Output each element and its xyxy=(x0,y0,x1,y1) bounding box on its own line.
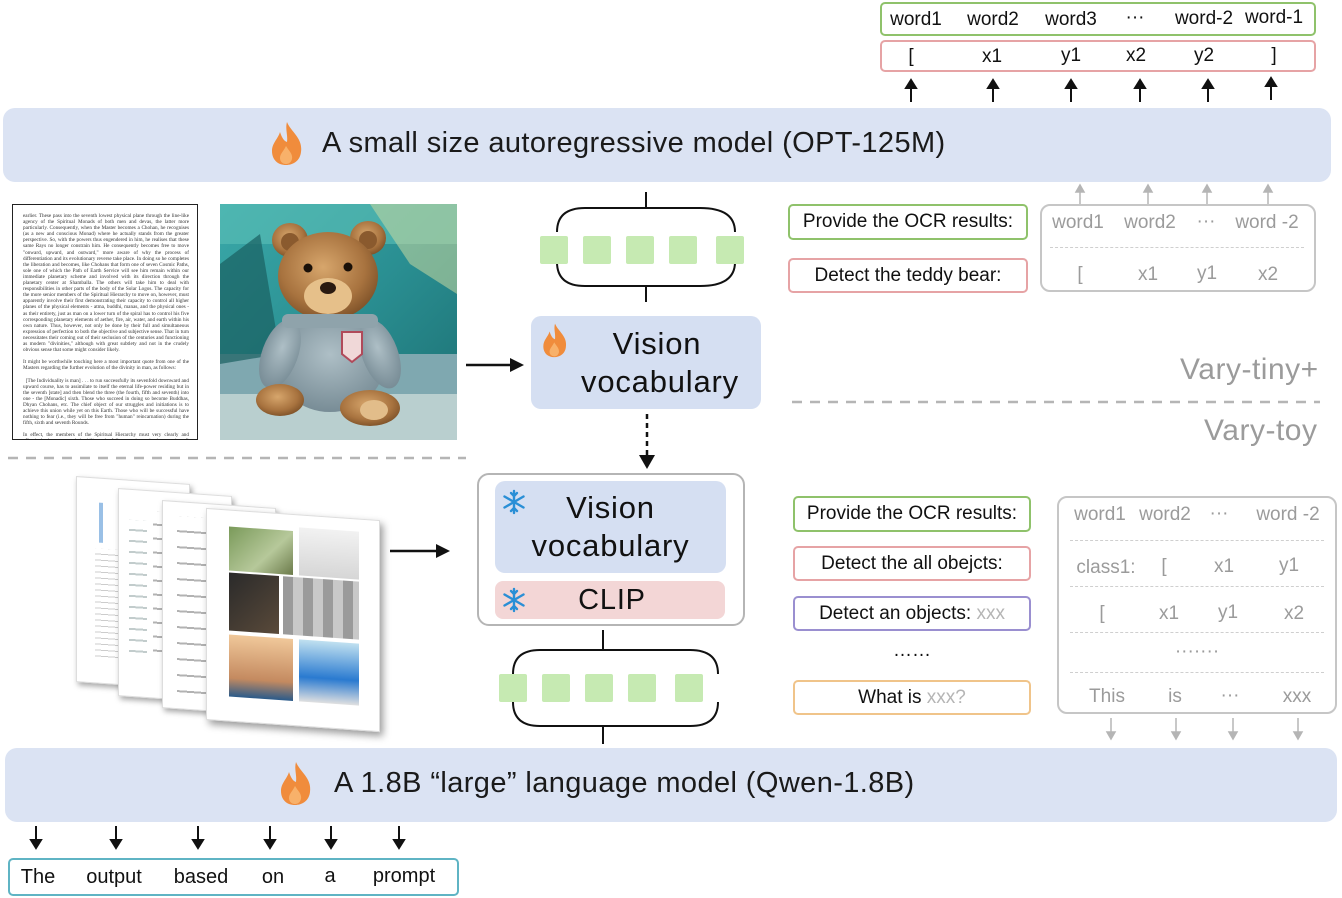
tiny-out-coord: x2 xyxy=(1257,264,1279,285)
tiny-out-coord: [ xyxy=(1077,264,1083,285)
bottom-output-box xyxy=(8,858,459,896)
bottom-out-word: output xyxy=(86,866,142,888)
top-word: ··· xyxy=(1125,7,1145,28)
tiny-out-coord: y1 xyxy=(1196,263,1218,284)
top-word: word2 xyxy=(967,9,1019,30)
document-text: earlier. These pass into the seventh low… xyxy=(23,213,189,439)
vocab-line1: Vision xyxy=(612,325,702,361)
vision-vocabulary-frozen: Vision vocabulary xyxy=(495,481,726,573)
document-page-image: earlier. These pass into the seventh low… xyxy=(12,204,198,440)
vocab-line1: Vision xyxy=(566,490,655,525)
flame-icon xyxy=(281,762,311,805)
top-coords-box xyxy=(880,40,1316,72)
toy-out-word: word2 xyxy=(1139,504,1191,525)
toy-prompt-ocr: Provide the OCR results: xyxy=(793,496,1031,532)
tiny-prompt-ocr: Provide the OCR results: xyxy=(788,204,1028,240)
tiny-out-word: word2 xyxy=(1124,212,1176,233)
toy-out-coord: y1 xyxy=(1278,555,1300,576)
tiny-out-word: ··· xyxy=(1196,211,1216,232)
stage-label-tiny: Vary-tiny+ xyxy=(1180,353,1319,386)
toy-output-box xyxy=(1057,496,1337,714)
prompt-text: Detect an objects: xyxy=(819,602,977,624)
toy-prompt-detect-object: Detect an objects: xxx xyxy=(793,596,1031,631)
teddy-bear-image xyxy=(220,204,457,440)
bottom-out-word: The xyxy=(20,866,56,888)
stage-label-toy: Vary-toy xyxy=(1204,414,1318,447)
toy-out-word: word1 xyxy=(1074,504,1126,525)
toy-out-class: class1: xyxy=(1076,557,1136,578)
tiny-output-box xyxy=(1040,204,1316,292)
toy-out-word: This xyxy=(1089,686,1125,707)
toy-out-word: is xyxy=(1168,686,1182,707)
toy-out-word: word -2 xyxy=(1256,504,1320,525)
prompt-placeholder: xxx xyxy=(976,602,1005,624)
tiny-out-word: word1 xyxy=(1052,212,1104,233)
tiny-output-divider xyxy=(1050,247,1304,248)
top-word: word-2 xyxy=(1174,8,1234,29)
toy-prompt-detect-all: Detect the all obejcts: xyxy=(793,546,1031,581)
tiny-out-coord: x1 xyxy=(1137,264,1159,285)
toy-output-divider xyxy=(1070,586,1324,587)
prompt-text: What is xyxy=(858,686,927,708)
visual-token xyxy=(585,674,613,702)
vocab-line2: vocabulary xyxy=(581,363,739,399)
document-stack-image xyxy=(76,474,386,733)
toy-out-coord: y1 xyxy=(1217,602,1239,623)
qwen-model-band: A 1.8B “large” language model (Qwen-1.8B… xyxy=(5,748,1337,822)
visual-token xyxy=(628,674,656,702)
opt-model-band: A small size autoregressive model (OPT-1… xyxy=(3,108,1331,182)
top-coord: y2 xyxy=(1193,45,1215,66)
visual-token xyxy=(626,236,654,264)
clip-label: CLIP xyxy=(578,583,646,616)
visual-token xyxy=(542,674,570,702)
toy-prompt-what-is: What is xxx? xyxy=(793,680,1031,715)
bottom-out-word: based xyxy=(173,866,229,888)
flame-icon xyxy=(543,323,567,358)
top-coord: x2 xyxy=(1125,45,1147,66)
toy-output-divider xyxy=(1070,672,1324,673)
toy-out-word: xxx xyxy=(1282,686,1312,707)
visual-token xyxy=(669,236,697,264)
bottom-out-word: a xyxy=(324,865,336,887)
top-coord: ] xyxy=(1271,45,1277,66)
toy-out-coord: x1 xyxy=(1213,556,1235,577)
vocab-line2: vocabulary xyxy=(531,528,690,563)
stacked-page-front xyxy=(206,507,380,733)
toy-out-word: ··· xyxy=(1209,503,1229,524)
visual-token xyxy=(540,236,568,264)
visual-token xyxy=(499,674,527,702)
top-word: word3 xyxy=(1045,9,1097,30)
qwen-model-label: A 1.8B “large” language model (Qwen-1.8B… xyxy=(334,767,915,799)
top-coord: [ xyxy=(908,46,914,67)
flame-icon xyxy=(272,122,302,165)
prompt-placeholder: xxx? xyxy=(926,686,966,708)
prompt-ellipsis: …… xyxy=(893,640,931,661)
toy-out-word: ··· xyxy=(1220,685,1240,706)
toy-out-coord: [ xyxy=(1099,603,1105,624)
clip-encoder: CLIP xyxy=(495,581,725,619)
toy-output-divider xyxy=(1070,632,1324,633)
visual-token xyxy=(716,236,744,264)
snowflake-icon xyxy=(503,489,525,515)
top-word: word-1 xyxy=(1244,7,1304,28)
bottom-out-word: on xyxy=(261,866,285,888)
top-words-box xyxy=(880,2,1316,36)
bottom-out-word: prompt xyxy=(372,865,436,887)
tiny-out-word: word -2 xyxy=(1235,212,1299,233)
toy-out-coord: x2 xyxy=(1283,603,1305,624)
tiny-prompt-detect: Detect the teddy bear: xyxy=(788,258,1028,293)
top-word: word1 xyxy=(890,9,942,30)
toy-out-ellipsis: ······· xyxy=(1174,641,1220,662)
opt-model-label: A small size autoregressive model (OPT-1… xyxy=(322,127,946,159)
snowflake-icon xyxy=(503,587,525,613)
toy-out-coord: x1 xyxy=(1158,603,1180,624)
top-coord: x1 xyxy=(981,46,1003,67)
toy-out-coord: [ xyxy=(1161,556,1167,577)
vision-vocabulary-trainable: Vision vocabulary xyxy=(531,316,761,409)
visual-token xyxy=(583,236,611,264)
visual-token xyxy=(675,674,703,702)
top-coord: y1 xyxy=(1060,45,1082,66)
toy-output-divider xyxy=(1070,540,1324,541)
